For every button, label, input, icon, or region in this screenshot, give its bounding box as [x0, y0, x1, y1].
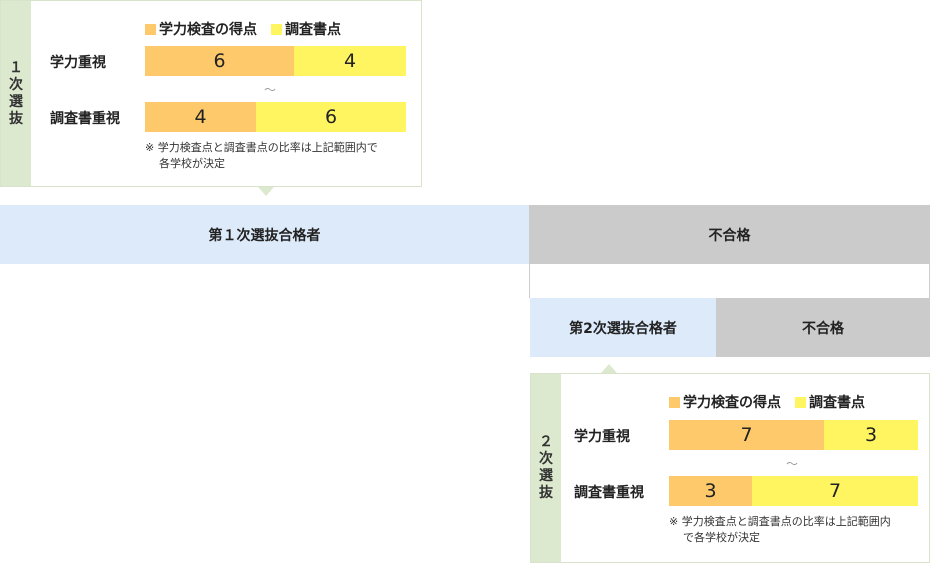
stage2-note: ※ 学力検査点と調査書点の比率は上記範囲内 で各学校が決定 — [669, 514, 891, 546]
legend-item-gakuryoku: 学力検査の得点 — [669, 392, 781, 412]
legend-swatch-gakuryoku — [145, 23, 156, 35]
bar-segment-chosasho: 3 — [824, 420, 918, 450]
note-line: ※ 学力検査点と調査書点の比率は上記範囲内 — [669, 515, 891, 528]
stage2-panel — [530, 373, 930, 563]
stage2-tab-char: 抜 — [539, 485, 553, 501]
stage2-bar-academic: 7 3 — [669, 420, 918, 450]
range-tilde: 〜 — [786, 457, 799, 471]
legend-label-gakuryoku: 学力検査の得点 — [683, 395, 781, 411]
stage1-row-label: 学力重視 — [50, 55, 106, 71]
stage2-tab: ２ 次 選 抜 — [531, 374, 561, 562]
bar-segment-gakuryoku: 7 — [669, 420, 824, 450]
stage2-row-label: 学力重視 — [574, 429, 630, 445]
legend-label-chosasho: 調査書点 — [285, 22, 341, 38]
legend-item-gakuryoku: 学力検査の得点 — [145, 19, 257, 39]
stage1-pass-band: 第１次選抜合格者 — [0, 205, 529, 264]
stage1-bar-report: 4 6 — [145, 102, 406, 132]
legend-swatch-chosasho — [271, 23, 282, 35]
arrow-down-icon — [258, 187, 274, 196]
stage1-tab-char: 抜 — [9, 110, 23, 127]
stage1-legend: 学力検査の得点 調査書点 — [145, 19, 341, 39]
stage2-pass-band: 第2次選抜合格者 — [530, 298, 716, 357]
legend-label-gakuryoku: 学力検査の得点 — [159, 22, 257, 38]
stage2-legend: 学力検査の得点 調査書点 — [669, 392, 865, 412]
range-tilde: 〜 — [264, 83, 277, 97]
note-line: ※ 学力検査点と調査書点の比率は上記範囲内で — [145, 141, 378, 154]
stage1-tab-char: １ — [9, 59, 23, 76]
stage2-fail-band: 不合格 — [716, 298, 930, 357]
stage1-tab-char: 選 — [9, 93, 23, 110]
legend-item-chosasho: 調査書点 — [795, 392, 865, 412]
stage2-tab-char: ２ — [539, 434, 553, 450]
stage2-tab-char: 選 — [539, 468, 553, 484]
stage1-panel — [0, 0, 422, 187]
stage1-row-label: 調査書重視 — [50, 111, 120, 127]
stage1-tab: １ 次 選 抜 — [1, 1, 31, 186]
bar-segment-gakuryoku: 6 — [145, 46, 294, 76]
arrow-up-icon — [601, 364, 617, 373]
note-line: で各学校が決定 — [683, 531, 760, 544]
stage1-bar-academic: 6 4 — [145, 46, 406, 76]
stage1-tab-char: 次 — [9, 76, 23, 93]
stage2-bar-report: 3 7 — [669, 476, 918, 506]
stage1-note: ※ 学力検査点と調査書点の比率は上記範囲内で 各学校が決定 — [145, 140, 378, 172]
bar-segment-chosasho: 6 — [256, 102, 406, 132]
legend-item-chosasho: 調査書点 — [271, 19, 341, 39]
stage1-fail-band: 不合格 — [529, 205, 930, 264]
bar-segment-chosasho: 4 — [294, 46, 406, 76]
fail-area-outline — [529, 264, 930, 298]
stage2-row-label: 調査書重視 — [574, 485, 644, 501]
stage2-tab-char: 次 — [539, 451, 553, 467]
legend-swatch-chosasho — [795, 396, 806, 408]
note-line: 各学校が決定 — [159, 157, 225, 170]
bar-segment-gakuryoku: 4 — [145, 102, 256, 132]
legend-swatch-gakuryoku — [669, 396, 680, 408]
legend-label-chosasho: 調査書点 — [809, 395, 865, 411]
bar-segment-chosasho: 7 — [752, 476, 918, 506]
bar-segment-gakuryoku: 3 — [669, 476, 752, 506]
